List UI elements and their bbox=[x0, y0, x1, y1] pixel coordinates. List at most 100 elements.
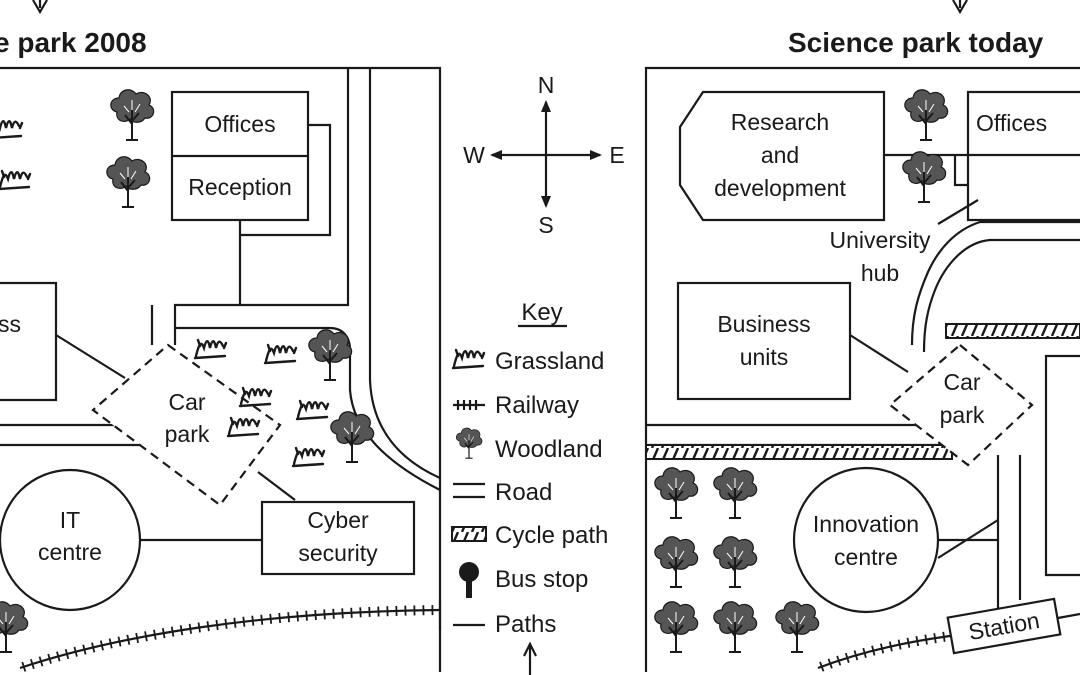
railway-tie bbox=[879, 643, 885, 654]
car-park-label-2-2008: park bbox=[165, 421, 210, 447]
railway-tie bbox=[108, 638, 113, 649]
railway-tie bbox=[862, 647, 867, 658]
station-building: Station bbox=[946, 597, 1062, 655]
woodland-icon bbox=[653, 466, 699, 519]
railway-tie bbox=[296, 611, 299, 622]
grassland-icon bbox=[295, 399, 330, 421]
woodland-icon bbox=[455, 427, 483, 459]
woodland-icon bbox=[901, 150, 947, 203]
business-units-today bbox=[676, 281, 852, 401]
woodland-icon bbox=[653, 600, 699, 653]
railway-tie bbox=[64, 648, 70, 660]
map-frame-today bbox=[644, 66, 1080, 672]
cyber-label-1: Cyber bbox=[307, 507, 369, 533]
railway-tie bbox=[233, 617, 237, 628]
woodland-icon bbox=[712, 466, 758, 519]
railway-tie bbox=[215, 619, 219, 631]
railway-tie bbox=[21, 661, 27, 672]
railway-tie bbox=[170, 626, 175, 637]
compass-west: W bbox=[463, 142, 485, 168]
map-title-today: Science park today bbox=[788, 27, 1044, 58]
railway-tie bbox=[844, 652, 850, 663]
bus-stop-icon bbox=[459, 562, 479, 598]
rd-label-1: Research bbox=[731, 109, 829, 135]
offices-label-today: Offices bbox=[976, 110, 1047, 136]
key-road: Road bbox=[495, 479, 552, 506]
railway-tie bbox=[888, 641, 893, 652]
it-centre-label-1: IT bbox=[60, 507, 80, 533]
reception-label-2008: Reception bbox=[188, 174, 292, 200]
grassland-icon bbox=[0, 118, 24, 140]
key-cycle-path: Cycle path bbox=[495, 522, 608, 549]
railway-tie bbox=[871, 645, 876, 656]
railway-tie bbox=[853, 650, 859, 661]
car-park-label-1-today: Car bbox=[943, 369, 980, 395]
offices-label-2008: Offices bbox=[204, 111, 275, 137]
railway-tie bbox=[332, 608, 335, 619]
cycle-path-south bbox=[645, 444, 953, 460]
key-grassland: Grassland bbox=[495, 348, 604, 375]
railway-tie bbox=[82, 644, 87, 655]
woodland-icon bbox=[712, 600, 758, 653]
cyber-security-2008 bbox=[260, 500, 416, 576]
cycle-path-icon bbox=[451, 526, 487, 542]
woodland-icon bbox=[0, 600, 29, 653]
railway-tie bbox=[341, 608, 344, 619]
rd-label-2: and bbox=[761, 142, 799, 168]
business-label-2008: ss bbox=[0, 311, 21, 337]
railway-tie bbox=[73, 646, 78, 657]
map-today: Science park today Research and developm… bbox=[644, 27, 1080, 672]
main-road-2008 bbox=[173, 68, 441, 491]
woodland-icon bbox=[105, 155, 151, 208]
key-railway: Railway bbox=[495, 392, 579, 419]
railway-tie bbox=[819, 661, 825, 672]
grassland-icon bbox=[0, 169, 32, 191]
hub-label-2: hub bbox=[861, 260, 899, 286]
railway-tie bbox=[897, 639, 902, 650]
railway-tie bbox=[242, 616, 246, 627]
grassland-icon bbox=[193, 338, 228, 360]
railway-tie bbox=[260, 614, 264, 625]
railway-tie bbox=[117, 636, 122, 647]
railway-tie bbox=[153, 629, 157, 640]
railway-tie bbox=[942, 631, 946, 642]
railway-tie bbox=[924, 634, 928, 645]
key-bus-stop: Bus stop bbox=[495, 566, 588, 593]
office-path-2008 bbox=[240, 123, 332, 237]
car-park-label-2-today: park bbox=[940, 402, 985, 428]
business-units-2008 bbox=[0, 281, 58, 402]
railway-tie bbox=[906, 637, 911, 648]
railway-tie bbox=[251, 615, 255, 626]
compass-south: S bbox=[538, 212, 553, 238]
railway-today bbox=[817, 612, 1080, 672]
grassland-icon bbox=[291, 446, 326, 468]
research-development-building bbox=[678, 90, 886, 222]
railway-icon bbox=[453, 400, 485, 410]
railway-tie bbox=[38, 656, 44, 667]
cycle-path-north bbox=[945, 323, 1080, 339]
railway-tie bbox=[135, 632, 139, 644]
compass-arrows bbox=[492, 102, 600, 206]
grassland-icon bbox=[451, 348, 486, 370]
top-arrows bbox=[32, 0, 968, 15]
railway-2008 bbox=[19, 600, 442, 672]
car-park-today bbox=[888, 343, 1034, 467]
innovation-label-2: centre bbox=[834, 544, 898, 570]
railway-tie bbox=[161, 628, 166, 639]
map-key: Key Grassland Railway Woodland Road Cycl… bbox=[451, 299, 608, 675]
railway-tie bbox=[126, 634, 131, 645]
map-frame-2008 bbox=[0, 66, 442, 672]
railway-tie bbox=[933, 633, 937, 644]
railway-tie bbox=[915, 636, 920, 647]
woodland-icon bbox=[329, 410, 375, 463]
railway-tie bbox=[188, 623, 192, 634]
railway-tie bbox=[30, 658, 35, 670]
railway-tie bbox=[287, 612, 290, 623]
business-label-2-today: units bbox=[740, 344, 789, 370]
railway-tie bbox=[269, 613, 273, 624]
railway-tie bbox=[56, 651, 61, 662]
railway-tie bbox=[836, 655, 842, 666]
woodland-icon bbox=[903, 88, 949, 141]
railway-tie bbox=[314, 609, 317, 621]
